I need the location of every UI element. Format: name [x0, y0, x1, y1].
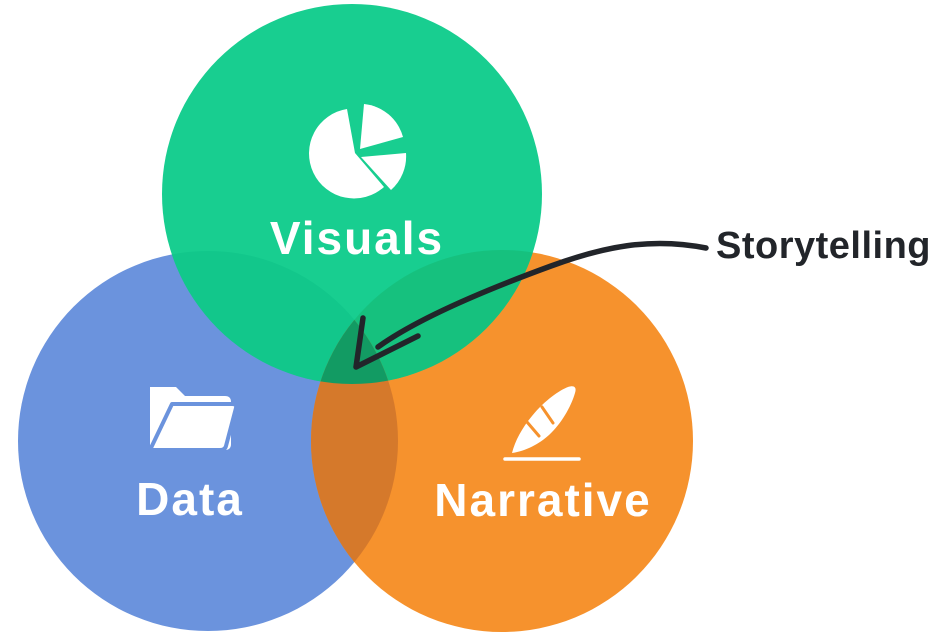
- arrow-curve: [375, 240, 709, 350]
- storytelling-arrow: [353, 240, 709, 370]
- arrow-head: [353, 315, 421, 370]
- visuals-label: Visuals: [269, 212, 445, 264]
- data-label: Data: [136, 473, 244, 525]
- folder-icon: [148, 387, 239, 452]
- narrative-label: Narrative: [434, 474, 652, 526]
- storytelling-label: Storytelling: [716, 225, 932, 267]
- feather-icon: [503, 386, 581, 461]
- visuals-narrative-overlap: [311, 250, 542, 384]
- pie-chart-icon: [309, 104, 407, 199]
- visuals-data-overlap: [162, 251, 398, 384]
